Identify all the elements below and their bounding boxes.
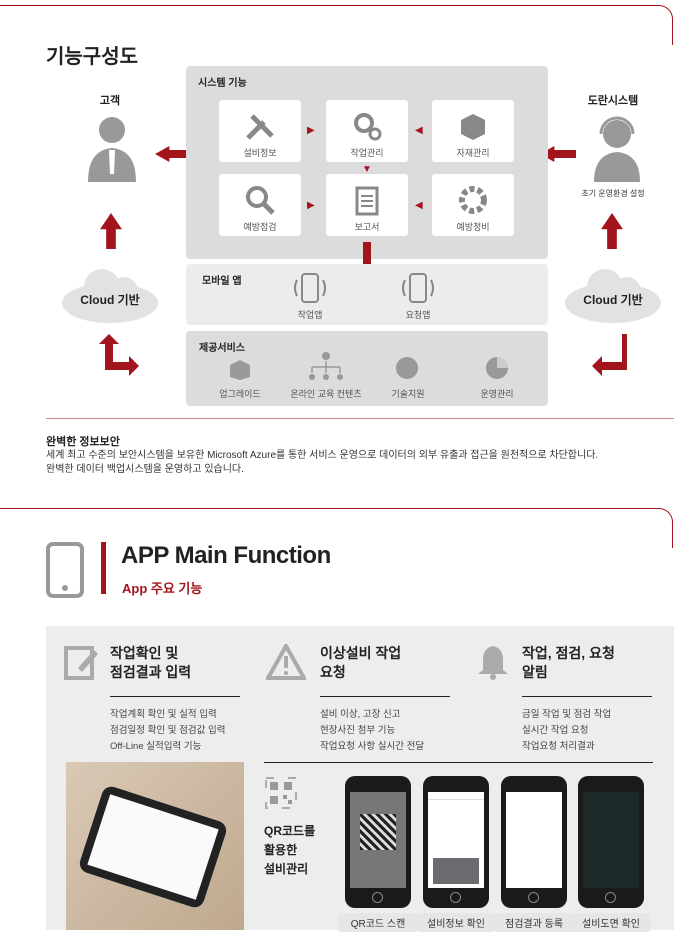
arrow-up-icon — [601, 213, 623, 249]
doran-label: 도란시스템 — [587, 95, 639, 107]
customer-label: 고객 — [99, 95, 121, 107]
phone-icon — [46, 542, 84, 598]
arrow-left-icon: ◀ — [415, 125, 423, 136]
section-subtitle: App 주요 기능 — [122, 581, 203, 596]
card-equipment[interactable]: 설비정보 — [219, 100, 301, 162]
card-work[interactable]: 작업관리 — [326, 100, 408, 162]
panel-label: 제공서비스 — [199, 343, 245, 354]
page-title: 기능구성도 — [46, 46, 138, 68]
phone-caption: QR코드 스캔 — [338, 913, 418, 932]
cloud-right: Cloud 기반 — [563, 265, 663, 325]
arrow-left-icon — [155, 146, 191, 162]
app-photo — [66, 762, 244, 930]
warning-icon — [266, 644, 306, 680]
section-frame — [0, 5, 673, 45]
system-panel: 시스템 기능 설비정보 작업관리 자재관리 예방점검 보고서 예방정비 ▶ ◀ … — [186, 66, 548, 259]
education-icon — [309, 352, 343, 380]
phone-caption: 설비정보 확인 — [416, 913, 496, 932]
security-title: 완벽한 정보보안 — [46, 436, 120, 448]
cloud-left: Cloud 기반 — [60, 265, 160, 325]
arrow-left-icon — [540, 146, 576, 162]
customer-icon — [88, 117, 136, 182]
arrow-right-icon: ▶ — [307, 200, 315, 211]
card-material[interactable]: 자재관리 — [432, 100, 514, 162]
support-agent-icon — [594, 116, 640, 182]
section-title: APP Main Function — [121, 542, 331, 569]
panel-label: 시스템 기능 — [198, 78, 247, 89]
support-icon — [396, 357, 418, 379]
divider — [264, 762, 653, 763]
arrow-updown-icon — [363, 242, 371, 276]
service-label: 온라인 교육 컨텐츠 — [290, 389, 362, 399]
work-app-icon — [294, 273, 326, 303]
service-label: 기술지원 — [391, 389, 425, 399]
arrow-up-icon — [100, 213, 122, 249]
phone-equipment-info — [423, 776, 489, 908]
cycle-arrow-icon — [99, 334, 139, 376]
request-app-icon — [402, 273, 434, 303]
service-label: 운영관리 — [480, 389, 514, 399]
phone-caption: 설비도면 확인 — [571, 913, 651, 932]
qr-code-icon — [265, 777, 297, 809]
phone-drawing — [578, 776, 644, 908]
arrow-left-icon: ◀ — [415, 200, 423, 211]
security-section: 완벽한 정보보안 세계 최고 수준의 보안시스템을 보유한 Microsoft … — [46, 433, 676, 477]
mobile-panel: 모바일 앱 작업앱 요청앱 — [186, 264, 548, 325]
cycle-arrow-icon — [592, 334, 627, 376]
request-app-label: 요청앱 — [405, 310, 431, 320]
phone-caption: 점검결과 등록 — [494, 913, 574, 932]
card-maintenance[interactable]: 예방정비 — [432, 174, 514, 236]
panel-label: 모바일 앱 — [202, 276, 242, 287]
doran-sub: 초기 운영환경 설정 — [581, 189, 645, 198]
services-panel: 제공서비스 업그레이드 온라인 교육 컨텐츠 기술지원 운영관리 — [186, 331, 548, 406]
security-text: 세계 최고 수준의 보안시스템을 보유한 Microsoft Azure를 통한… — [46, 450, 599, 461]
phone-qr-scan — [345, 776, 411, 908]
accent-bar — [101, 542, 106, 594]
service-label: 업그레이드 — [219, 389, 261, 399]
card-report[interactable]: 보고서 — [326, 174, 408, 236]
upgrade-icon — [230, 360, 250, 380]
operation-icon — [486, 357, 508, 379]
card-inspection[interactable]: 예방점검 — [219, 174, 301, 236]
arrow-right-icon: ▶ — [307, 125, 315, 136]
arrow-down-icon: ▼ — [362, 164, 372, 175]
edit-icon — [64, 646, 98, 680]
section-frame — [0, 508, 673, 548]
phone-inspection-result — [501, 776, 567, 908]
divider — [46, 418, 674, 419]
bell-icon — [478, 646, 508, 680]
work-app-label: 작업앱 — [297, 310, 323, 320]
security-text: 완벽한 데이터 백업시스템을 운영하고 있습니다. — [46, 464, 244, 475]
